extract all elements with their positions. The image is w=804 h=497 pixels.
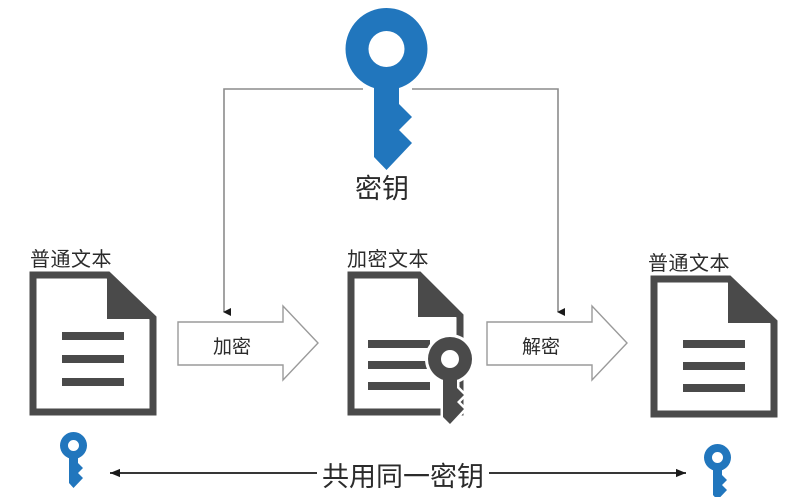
plaintext-right-document-icon xyxy=(650,275,778,418)
key-to-decrypt-connector xyxy=(412,88,565,316)
shared-key-label: 共用同一密钥 xyxy=(317,455,489,494)
key-to-encrypt-connector xyxy=(223,88,363,316)
master-key-label: 密钥 xyxy=(355,174,409,205)
ciphertext-label: 加密文本 xyxy=(347,247,429,271)
shared-key-left-icon xyxy=(60,432,87,488)
encrypt-arrow-shape xyxy=(177,304,319,382)
encrypt-arrow-label: 加密 xyxy=(213,336,252,358)
plaintext-left-label: 普通文本 xyxy=(30,247,112,271)
decrypt-arrow-label: 解密 xyxy=(522,336,561,358)
master-key-icon xyxy=(345,8,428,170)
ciphertext-document-icon xyxy=(347,271,475,427)
ciphertext-key-overlay-icon xyxy=(425,333,475,427)
plaintext-right-label: 普通文本 xyxy=(648,251,730,275)
decrypt-arrow-shape xyxy=(486,304,628,382)
plaintext-left-document-icon xyxy=(29,271,157,416)
shared-key-right-icon xyxy=(704,444,731,497)
